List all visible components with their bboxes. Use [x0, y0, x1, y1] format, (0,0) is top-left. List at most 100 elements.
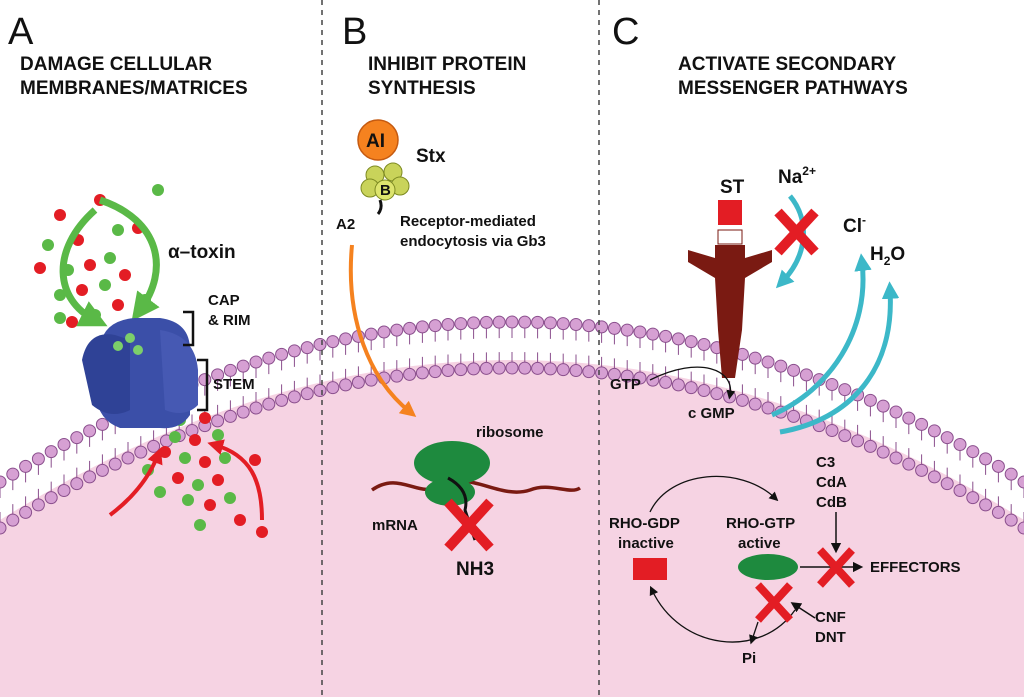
- lipid-head: [275, 347, 289, 361]
- receptor-line1: Receptor-mediated: [400, 213, 536, 230]
- stx-a1-subunit: [357, 119, 399, 161]
- cl-efflux-arrow: [771, 253, 872, 418]
- lipid-head: [543, 362, 557, 376]
- lipid-head: [211, 414, 225, 428]
- lipid-head: [531, 361, 545, 375]
- lipid-head: [697, 384, 711, 397]
- panel-a-letter: A: [8, 11, 34, 53]
- lipid-head: [390, 369, 404, 383]
- stem-label: STEM: [213, 376, 255, 393]
- lipid-head: [1004, 513, 1018, 527]
- lipid-head: [825, 378, 839, 391]
- lipid-head: [633, 371, 647, 385]
- rho-gdp-line1: RHO-GDP: [609, 515, 680, 532]
- alpha-toxin-label: α–toxin: [168, 242, 236, 263]
- lipid-head: [31, 498, 45, 512]
- lipid-head: [569, 364, 583, 377]
- green-particle: [152, 184, 164, 196]
- panel-b-title-line2: SYNTHESIS: [368, 78, 476, 99]
- lipid-head: [198, 373, 212, 387]
- red-particle: [256, 526, 268, 538]
- lipid-head: [735, 393, 749, 407]
- lipid-head: [262, 397, 276, 411]
- st-label: ST: [720, 177, 745, 198]
- green-particle: [182, 494, 194, 506]
- lipid-head: [915, 417, 929, 431]
- lipid-head: [543, 316, 557, 330]
- red-particle: [34, 262, 46, 274]
- na-block-x-icon: [774, 208, 819, 256]
- lipid-head: [876, 445, 890, 459]
- red-particle: [159, 446, 171, 458]
- mrna-label: mRNA: [372, 517, 418, 534]
- lipid-head: [83, 424, 97, 438]
- inhibition-x-icon: [444, 498, 494, 552]
- lipid-head: [70, 431, 84, 445]
- lipid-head: [249, 355, 263, 369]
- red-particle: [234, 514, 246, 526]
- ribosome-small-subunit: [425, 478, 475, 506]
- lipid-head: [236, 359, 250, 373]
- cgmp-label: c GMP: [688, 405, 735, 422]
- lipid-head: [723, 390, 737, 404]
- lipid-head: [6, 467, 20, 481]
- lipid-head: [211, 368, 225, 382]
- red-particle: [199, 412, 211, 424]
- ribosome-large-subunit: [414, 441, 490, 485]
- h2o-label: H2O: [870, 244, 905, 268]
- lipid-head: [940, 477, 954, 491]
- rho-gtp-ellipse: [738, 554, 798, 580]
- lipid-head: [518, 315, 532, 329]
- lipid-head: [300, 387, 314, 401]
- lipid-head: [787, 363, 801, 377]
- lipid-head: [556, 317, 570, 331]
- endocytosis-arrow: [348, 244, 417, 418]
- lipid-head: [595, 320, 609, 334]
- green-particle: [224, 492, 236, 504]
- lipid-head: [223, 363, 237, 377]
- lipid-head: [479, 361, 493, 375]
- red-particle: [112, 299, 124, 311]
- lipid-head: [569, 318, 583, 331]
- panel-b-title-line1: INHIBIT PROTEIN: [368, 54, 526, 75]
- green-arrow-right: [98, 196, 160, 322]
- lipid-head: [991, 505, 1005, 519]
- panel-a-title-line2: MEMBRANES/MATRICES: [20, 78, 248, 99]
- red-particle: [212, 474, 224, 486]
- lipid-head: [0, 521, 7, 535]
- lipid-head: [70, 477, 84, 491]
- lipid-head: [684, 335, 698, 349]
- lipid-head: [6, 513, 20, 527]
- lipid-head: [620, 369, 634, 383]
- rho-cycle-top-arrow: [649, 475, 779, 513]
- c3-label: C3: [816, 454, 835, 471]
- lipid-head: [838, 383, 852, 397]
- lipid-head: [748, 351, 762, 365]
- lipid-head: [467, 316, 481, 330]
- lipid-head: [953, 484, 967, 497]
- green-particle: [42, 239, 54, 251]
- lipid-head: [518, 361, 532, 375]
- lipid-head: [428, 365, 442, 379]
- panel-c-title-line2: MESSENGER PATHWAYS: [678, 78, 908, 99]
- lipid-head: [595, 366, 609, 380]
- stx-b-pentamer: [360, 162, 410, 201]
- alpha-toxin-pore: [82, 318, 198, 429]
- lipid-bilayer-membrane: [0, 315, 1024, 535]
- lipid-head: [313, 384, 327, 397]
- lipid-head: [95, 417, 109, 431]
- lipid-head: [863, 393, 877, 407]
- lipid-head: [710, 387, 724, 401]
- a2-label: A2: [336, 216, 355, 233]
- lipid-head: [441, 318, 455, 331]
- red-particle: [84, 259, 96, 271]
- panel-a: α–toxin CAP & RIM STEM: [34, 184, 268, 538]
- lipid-head: [326, 335, 340, 349]
- lipid-head: [326, 381, 340, 395]
- lipid-head: [287, 344, 301, 358]
- red-particle: [249, 454, 261, 466]
- lipid-head: [339, 332, 353, 346]
- receptor-line2: endocytosis via Gb3: [400, 233, 546, 250]
- lipid-head: [275, 393, 289, 407]
- stem-bracket: [197, 358, 209, 412]
